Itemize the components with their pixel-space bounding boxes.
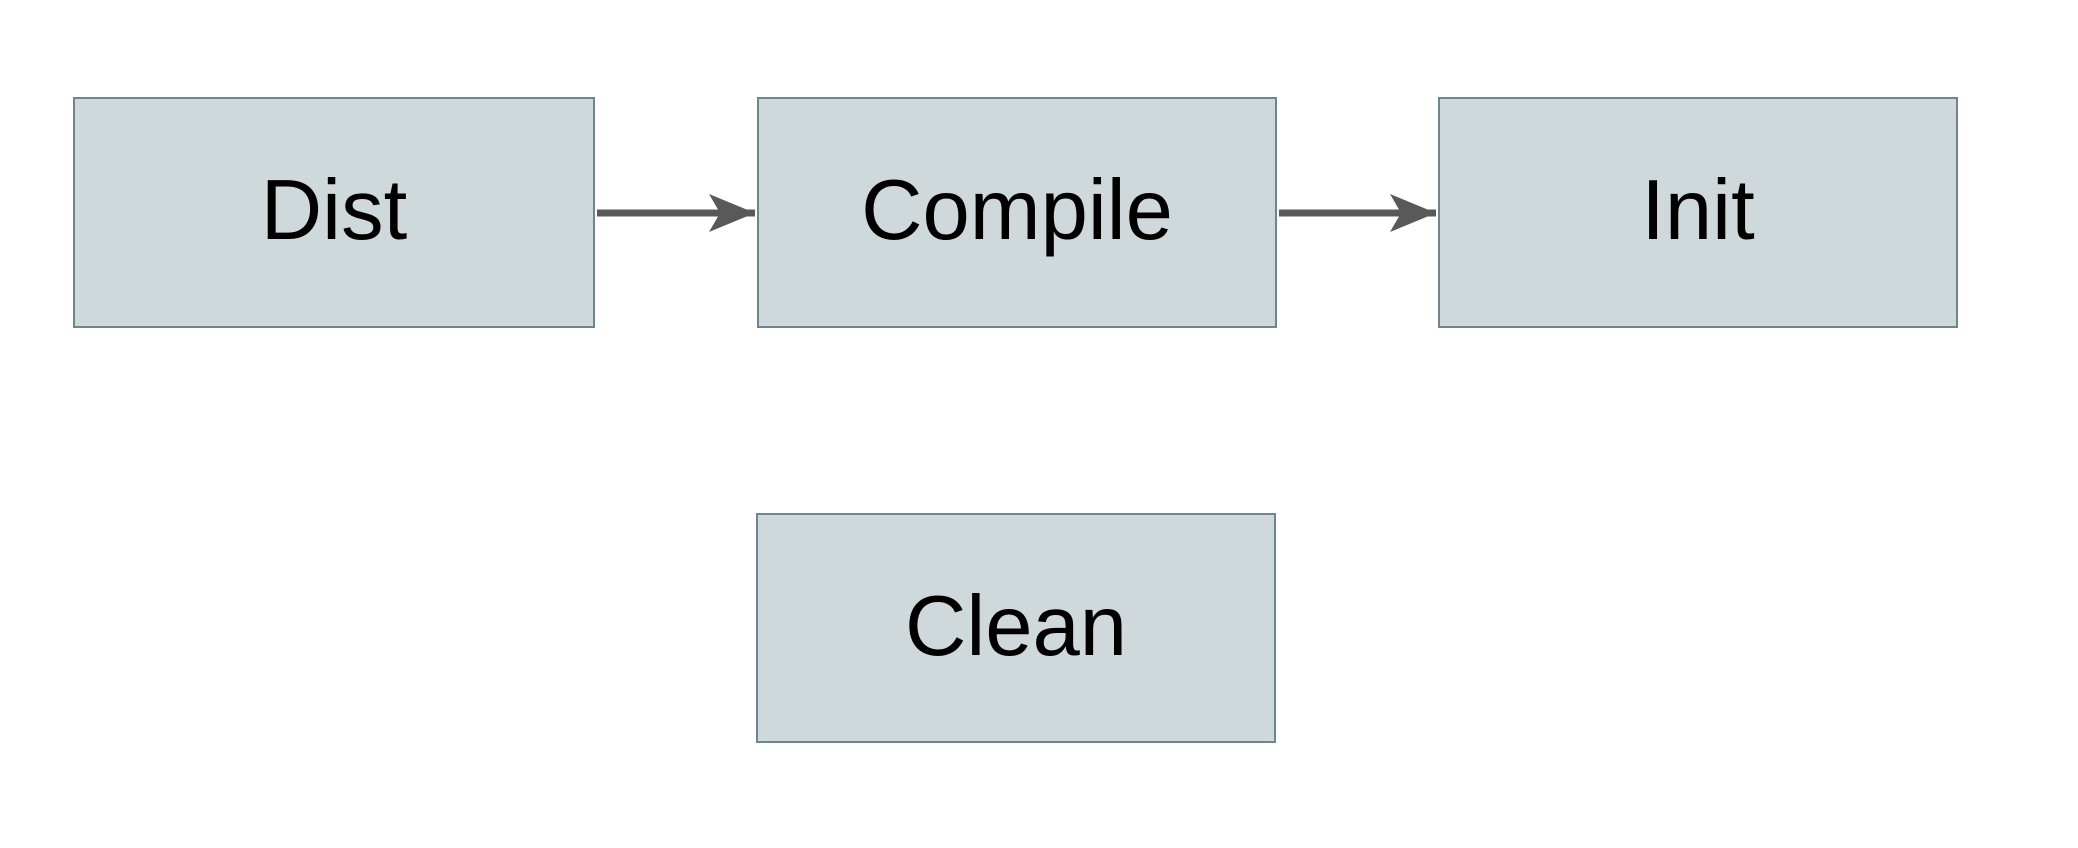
node-compile-label: Compile bbox=[861, 163, 1173, 258]
node-dist-label: Dist bbox=[260, 163, 408, 258]
node-init-label: Init bbox=[1641, 163, 1755, 258]
node-init: Init bbox=[1438, 97, 1958, 328]
node-dist: Dist bbox=[73, 97, 595, 328]
node-clean-label: Clean bbox=[904, 578, 1128, 674]
node-clean: Clean bbox=[756, 513, 1276, 743]
node-compile: Compile bbox=[757, 97, 1277, 328]
